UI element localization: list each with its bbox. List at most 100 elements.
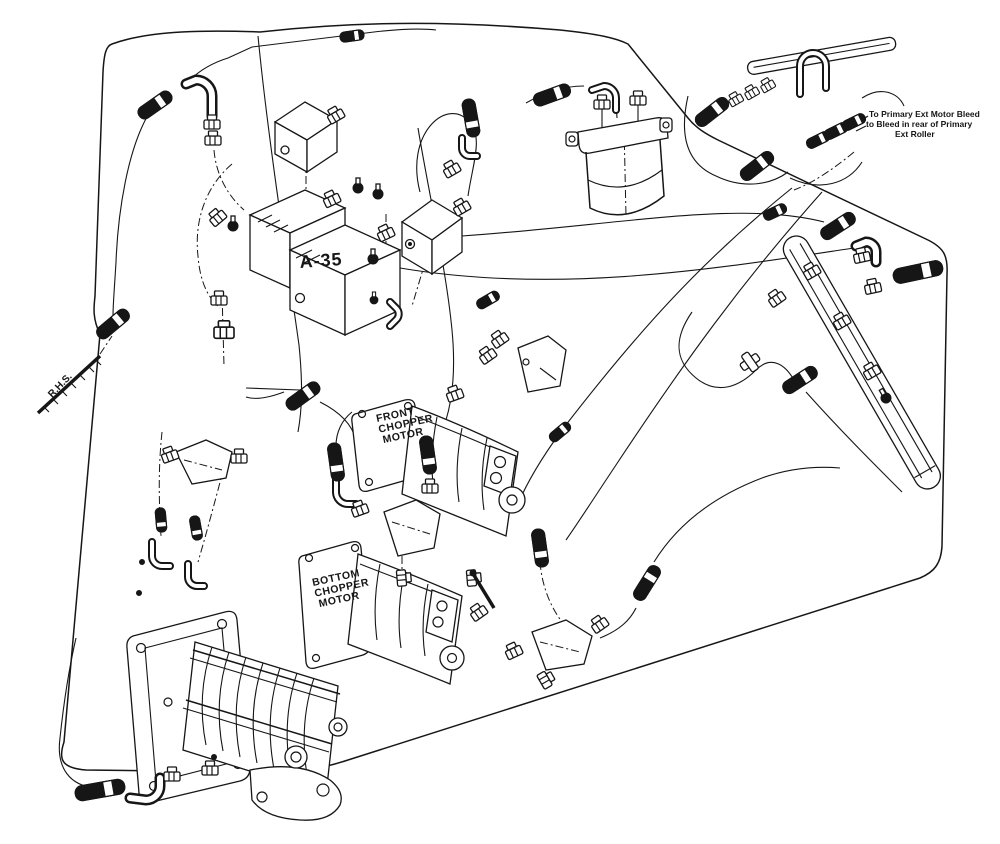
rail-body <box>782 235 942 490</box>
tee-29 <box>735 347 765 377</box>
flange-bolt <box>304 553 314 563</box>
roller-hub-1 <box>284 745 308 769</box>
chain-3-6 <box>213 149 245 211</box>
screw-dot-18b <box>136 590 142 596</box>
block4a-port <box>280 145 290 155</box>
bottom-bracket-port-1 <box>436 600 448 612</box>
chain-4b-12 <box>411 245 431 307</box>
roller-end-cap <box>249 766 342 821</box>
fitting-21a-2 <box>475 343 499 366</box>
hose-capsule-32 <box>891 258 945 286</box>
front-bracket-port-1 <box>493 455 507 469</box>
hose-21b-up <box>335 411 353 447</box>
elbow-18b-inner <box>186 562 206 588</box>
drum-rib <box>218 651 230 752</box>
filter-ear-left-hole <box>568 135 576 143</box>
elbow-18a-inner <box>150 540 172 568</box>
fitting-13 <box>210 290 228 306</box>
hose-left <box>112 114 149 317</box>
screw-dot-18a <box>139 559 145 565</box>
filter-bracket <box>577 117 669 154</box>
hose-cross-2 <box>565 191 823 541</box>
bleed-note-line2: to Bleed in rear of Primary <box>866 119 973 129</box>
flange-bolt <box>364 477 374 487</box>
hose-top <box>189 28 437 81</box>
drum-rail-1b <box>189 657 338 703</box>
rail-line-1 <box>799 243 933 473</box>
junction-blocks <box>175 335 593 671</box>
junction-17b-axis <box>539 641 581 653</box>
hose-16-left <box>245 391 285 399</box>
filter-body-band <box>587 169 663 188</box>
pin-24-head <box>469 569 477 577</box>
bleed-note-line3: Ext Roller <box>895 129 935 139</box>
valve-block-a35: A-35 <box>248 189 402 337</box>
drum-rib <box>252 662 264 764</box>
junction-block-17b <box>531 619 593 671</box>
flange-bolt <box>357 409 367 419</box>
fitting-21a-1 <box>487 327 511 350</box>
bottom-motor-cap <box>439 645 465 671</box>
bleed-hose-34 <box>840 111 868 133</box>
junction-22-axis <box>391 521 431 535</box>
fitting-17b <box>587 612 611 635</box>
drum-rib <box>201 646 213 746</box>
bottom-motor-band-3 <box>422 583 429 657</box>
cluster-outline-b <box>789 161 863 186</box>
elbow-37-inner <box>853 238 879 265</box>
cluster-outline-c <box>861 91 905 107</box>
bottom-motor-bracket <box>425 589 459 643</box>
plug-8 <box>372 183 384 200</box>
front-bracket-port-2 <box>489 471 503 485</box>
cluster-outline-a <box>684 95 789 185</box>
hose-capsule-18a <box>154 507 168 533</box>
small-fittings <box>136 103 883 782</box>
junction-block-21 <box>517 335 567 393</box>
block4b-right <box>431 216 463 276</box>
hose-capsule-39 <box>531 81 573 109</box>
cluster-fitting-2 <box>741 82 761 101</box>
hose-capsule-27 <box>630 562 664 604</box>
elbow-38-inner <box>460 136 479 158</box>
screw-dot-20 <box>211 754 217 760</box>
drum-rail-2a <box>185 699 333 745</box>
hose-capsule-42 <box>73 777 127 803</box>
block-4b <box>400 199 464 276</box>
roller-hub-2 <box>328 717 348 737</box>
bleed-arrow-2 <box>855 125 867 132</box>
hose-capsule-33 <box>817 209 859 243</box>
elbow-1-inner <box>183 76 215 119</box>
bottom-bracket-port-2 <box>432 616 444 628</box>
fitting-5a <box>862 276 883 296</box>
fitting-1-nut <box>203 114 221 130</box>
flange-bolt <box>311 653 321 663</box>
hose-capsule-2 <box>135 88 175 122</box>
chain-filter-axis <box>623 125 627 217</box>
hose-27-a <box>599 607 637 639</box>
fitting-15 <box>213 319 235 340</box>
rail-line-2 <box>789 249 923 479</box>
flange-bolt <box>216 618 228 630</box>
front-chopper-motor: FRONT CHOPPER MOTOR <box>351 398 526 537</box>
hose-serpentine-29 <box>678 311 795 389</box>
fitting-17b-left <box>502 639 525 661</box>
filter-body <box>585 139 665 216</box>
chain-25-17 <box>539 561 563 623</box>
filter-ear-right-hole <box>662 121 670 129</box>
junction-21-screw <box>539 367 557 381</box>
hose-capsule-33b <box>761 201 789 223</box>
hose-capsule-18b <box>188 514 204 542</box>
fitting-22a <box>443 383 465 404</box>
a35-port <box>294 292 306 304</box>
rod-threads <box>43 359 102 413</box>
front-motor-band-2 <box>456 427 463 503</box>
front-motor-cap-hub <box>506 494 518 506</box>
junction-21-port <box>522 358 530 366</box>
elbow-39-inner <box>590 83 618 112</box>
cluster-hose-b <box>737 148 777 184</box>
filter-ear-right <box>659 117 673 133</box>
hose-capsule-38 <box>460 97 482 139</box>
filter-ear-left <box>565 131 579 147</box>
top-right-cluster: To Primary Ext Motor Bleed to Bleed in r… <box>692 36 980 184</box>
fitting-17a <box>230 448 248 464</box>
